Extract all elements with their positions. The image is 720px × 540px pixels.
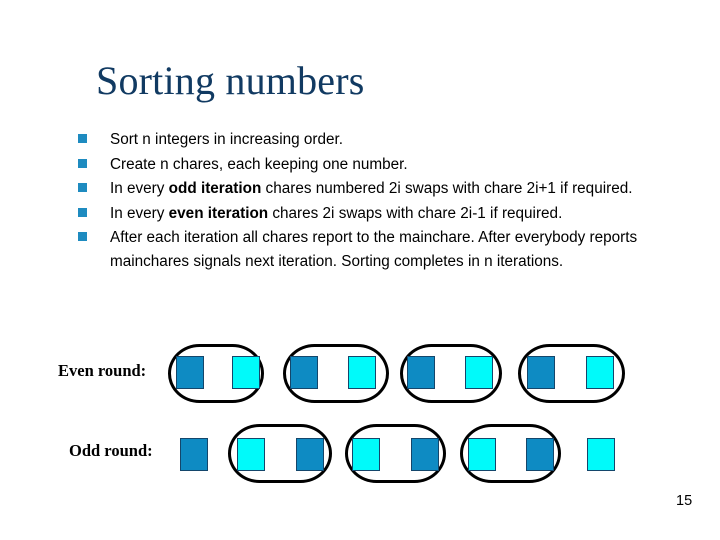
even-round-chare-cyan bbox=[465, 356, 493, 389]
bullet-item-label: Sort n integers in increasing order. bbox=[110, 128, 706, 152]
even-round-pair-group bbox=[400, 344, 502, 403]
even-round-chare-cyan bbox=[586, 356, 614, 389]
bullet-item-label: After each iteration all chares report t… bbox=[110, 226, 706, 273]
bullet-item: In every odd iteration chares numbered 2… bbox=[78, 177, 706, 201]
bullet-text-segment: Create n chares, each keeping one number… bbox=[110, 155, 408, 173]
square-bullet-icon bbox=[78, 183, 87, 192]
bullet-emphasis: odd iteration bbox=[168, 180, 262, 197]
bullet-item-label: In every even iteration chares 2i swaps … bbox=[110, 202, 706, 226]
square-bullet-icon bbox=[78, 158, 87, 168]
bullet-text-segment: Sort n integers in increasing order. bbox=[110, 131, 343, 148]
bullet-text-segment: chares numbered 2i swaps with chare 2i+1… bbox=[261, 180, 633, 197]
odd-round-chare-cyan bbox=[352, 438, 380, 471]
bullet-item: In every even iteration chares 2i swaps … bbox=[78, 202, 706, 226]
bullet-text-segment: After each iteration all chares report t… bbox=[110, 229, 638, 270]
odd-round-chare-blue bbox=[526, 438, 554, 471]
odd-round-label: Odd round: bbox=[69, 441, 153, 460]
bullet-item: Create n chares, each keeping one number… bbox=[78, 153, 706, 177]
bullet-list: Sort n integers in increasing order. Crea… bbox=[78, 128, 706, 274]
odd-round-chare-cyan bbox=[587, 438, 615, 471]
even-round-pair-group bbox=[518, 344, 625, 403]
even-round-row: Even round: bbox=[0, 338, 720, 408]
even-round-label: Even round: bbox=[58, 361, 147, 380]
even-round-chare-blue bbox=[527, 356, 555, 389]
odd-round-chare-blue bbox=[411, 438, 439, 471]
bullet-text-segment: chares 2i swaps with chare 2i-1 if requi… bbox=[268, 204, 563, 222]
odd-round-chare-blue bbox=[296, 438, 324, 471]
square-bullet-icon bbox=[78, 232, 87, 241]
odd-round-pair-group bbox=[345, 424, 446, 483]
bullet-item: Sort n integers in increasing order. bbox=[78, 128, 706, 152]
odd-round-row: Odd round: bbox=[0, 418, 720, 488]
even-round-chare-blue bbox=[176, 356, 204, 389]
even-round-pair-group bbox=[283, 344, 389, 403]
square-bullet-icon bbox=[78, 207, 87, 217]
page-number: 15 bbox=[676, 493, 693, 509]
square-bullet-icon bbox=[78, 134, 87, 143]
bullet-item: After each iteration all chares report t… bbox=[78, 226, 706, 273]
even-round-chare-cyan bbox=[232, 356, 260, 389]
bullet-item-label: In every odd iteration chares numbered 2… bbox=[110, 177, 706, 201]
even-round-pair-group bbox=[168, 344, 264, 403]
odd-round-pair-group bbox=[228, 424, 332, 483]
odd-round-chare-cyan bbox=[468, 438, 496, 471]
bullet-text-segment: In every bbox=[110, 204, 169, 222]
bullet-text-segment: In every bbox=[110, 180, 169, 197]
bullet-emphasis: even iteration bbox=[168, 204, 269, 222]
odd-round-pair-group bbox=[460, 424, 561, 483]
even-round-chare-blue bbox=[407, 356, 435, 389]
even-round-chare-cyan bbox=[348, 356, 376, 389]
even-round-chare-blue bbox=[290, 356, 318, 389]
odd-round-chare-blue bbox=[180, 438, 208, 471]
odd-round-chare-cyan bbox=[237, 438, 265, 471]
bullet-item-label: Create n chares, each keeping one number… bbox=[110, 153, 706, 177]
page-title: Sorting numbers bbox=[96, 58, 365, 103]
